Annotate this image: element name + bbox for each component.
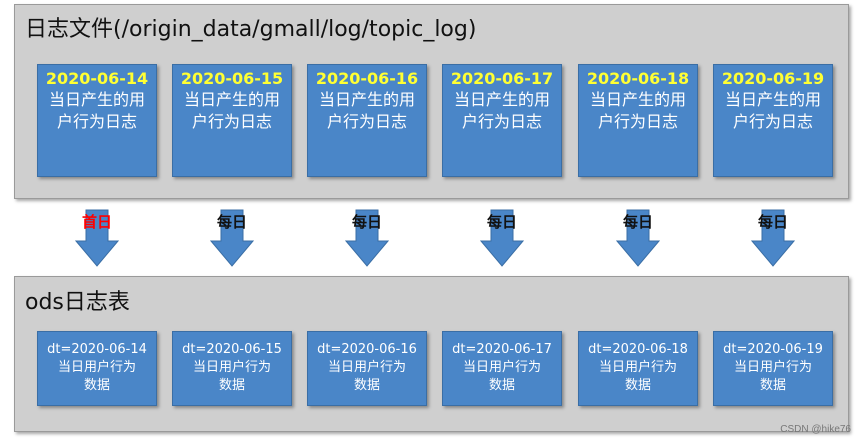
down-arrow-icon bbox=[751, 209, 795, 267]
log-desc: 当日产生的用户行为日志 bbox=[48, 90, 145, 131]
down-arrow-icon bbox=[75, 209, 119, 267]
load-arrow: 每日 bbox=[345, 209, 389, 267]
arrow-label: 每日 bbox=[216, 213, 247, 231]
ods-partition-box: dt=2020-06-14 当日用户行为数据 bbox=[37, 331, 157, 406]
load-arrow: 每日 bbox=[616, 209, 660, 267]
ods-partition-box: dt=2020-06-17 当日用户行为数据 bbox=[442, 331, 562, 406]
partition-desc: 当日用户行为数据 bbox=[733, 360, 812, 393]
load-arrow: 首日 bbox=[75, 209, 119, 267]
down-arrow-icon bbox=[345, 209, 389, 267]
log-files-title: 日志文件(/origin_data/gmall/log/topic_log) bbox=[25, 17, 477, 42]
log-desc: 当日产生的用户行为日志 bbox=[589, 90, 686, 131]
log-box: 2020-06-16 当日产生的用户行为日志 bbox=[307, 64, 427, 177]
log-box: 2020-06-19 当日产生的用户行为日志 bbox=[713, 64, 833, 177]
arrow-label: 每日 bbox=[486, 213, 517, 231]
arrow-label: 每日 bbox=[622, 213, 653, 231]
log-box: 2020-06-14 当日产生的用户行为日志 bbox=[37, 64, 157, 177]
down-arrow-icon bbox=[616, 209, 660, 267]
arrow-label: 首日 bbox=[81, 213, 112, 231]
partition-dt: dt=2020-06-18 bbox=[588, 342, 688, 357]
partition-desc: 当日用户行为数据 bbox=[327, 360, 406, 393]
log-date: 2020-06-17 bbox=[450, 69, 554, 88]
ods-partition-box: dt=2020-06-15 当日用户行为数据 bbox=[172, 331, 292, 406]
ods-partition-box: dt=2020-06-16 当日用户行为数据 bbox=[307, 331, 427, 406]
partition-desc: 当日用户行为数据 bbox=[598, 360, 677, 393]
log-date: 2020-06-16 bbox=[315, 69, 419, 88]
log-date: 2020-06-14 bbox=[45, 69, 149, 88]
load-arrow: 每日 bbox=[751, 209, 795, 267]
partition-dt: dt=2020-06-17 bbox=[452, 342, 552, 357]
log-box: 2020-06-18 当日产生的用户行为日志 bbox=[578, 64, 698, 177]
log-desc: 当日产生的用户行为日志 bbox=[724, 90, 821, 131]
partition-dt: dt=2020-06-15 bbox=[182, 342, 282, 357]
partition-desc: 当日用户行为数据 bbox=[57, 360, 136, 393]
partition-dt: dt=2020-06-19 bbox=[723, 342, 823, 357]
ods-partition-box: dt=2020-06-18 当日用户行为数据 bbox=[578, 331, 698, 406]
partition-dt: dt=2020-06-14 bbox=[47, 342, 147, 357]
load-arrow: 每日 bbox=[210, 209, 254, 267]
down-arrow-icon bbox=[210, 209, 254, 267]
log-date: 2020-06-19 bbox=[721, 69, 825, 88]
load-arrow: 每日 bbox=[480, 209, 524, 267]
ods-table-title: ods日志表 bbox=[25, 290, 130, 315]
log-date: 2020-06-18 bbox=[586, 69, 690, 88]
arrow-label: 每日 bbox=[757, 213, 788, 231]
arrow-label: 每日 bbox=[351, 213, 382, 231]
partition-dt: dt=2020-06-16 bbox=[317, 342, 417, 357]
ods-partition-box: dt=2020-06-19 当日用户行为数据 bbox=[713, 331, 833, 406]
log-desc: 当日产生的用户行为日志 bbox=[183, 90, 280, 131]
partition-desc: 当日用户行为数据 bbox=[462, 360, 541, 393]
watermark: CSDN @hike76 bbox=[780, 424, 851, 435]
log-box: 2020-06-15 当日产生的用户行为日志 bbox=[172, 64, 292, 177]
log-desc: 当日产生的用户行为日志 bbox=[453, 90, 550, 131]
down-arrow-icon bbox=[480, 209, 524, 267]
partition-desc: 当日用户行为数据 bbox=[192, 360, 271, 393]
log-date: 2020-06-15 bbox=[180, 69, 284, 88]
log-box: 2020-06-17 当日产生的用户行为日志 bbox=[442, 64, 562, 177]
log-desc: 当日产生的用户行为日志 bbox=[318, 90, 415, 131]
